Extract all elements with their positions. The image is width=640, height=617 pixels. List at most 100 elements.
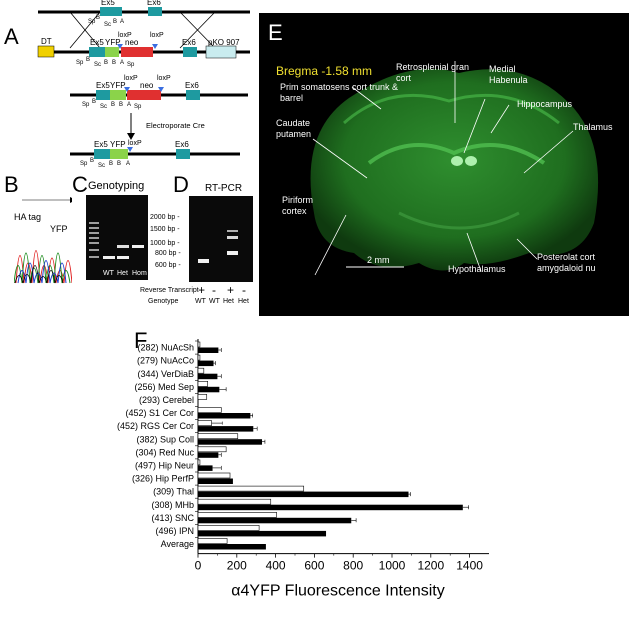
rt-sign: -: [212, 283, 216, 297]
chromatogram: HA tag YFP: [14, 197, 72, 284]
genotyping-gel: [86, 195, 148, 280]
x-tick-label: 800: [343, 559, 363, 573]
category-label: (452) S1 Cer Cor: [125, 408, 194, 418]
category-label: (326) Hip PerfP: [132, 474, 194, 484]
lane-label: WT: [103, 270, 114, 277]
neo-box: [121, 47, 153, 57]
rt-sign: +: [227, 283, 235, 297]
exon6-label: Ex6: [182, 38, 196, 47]
site-label: Sp: [80, 161, 88, 167]
loxp-label: loxP: [118, 32, 132, 39]
bar-white: [197, 538, 228, 544]
bar-white: [197, 354, 201, 361]
exon5-label: Ex5: [94, 140, 108, 149]
brain-label-amygdaloid: Posterolat cort amygdaloid nu: [537, 252, 596, 273]
site-label: Sc: [98, 163, 105, 169]
site-label: B: [92, 99, 96, 105]
ladder-label: 1000 bp -: [150, 240, 180, 247]
genotype-label: Het: [238, 298, 249, 305]
rt-sign: -: [242, 283, 246, 297]
bar-black: [198, 413, 251, 419]
yfp-label: YFP: [110, 140, 126, 149]
bar-white: [197, 380, 208, 387]
brain-label-thalamus: Thalamus: [573, 122, 613, 132]
panel-label-b: B: [4, 172, 19, 197]
pko-label: pKO 907: [208, 38, 240, 47]
exon5-box: [89, 47, 105, 57]
exon5-box: [96, 90, 110, 100]
panel-label-e: E: [268, 20, 283, 45]
genotyping-title: Genotyping: [88, 180, 145, 192]
bar-black: [198, 517, 352, 524]
panel-label-a: A: [4, 24, 19, 49]
bregma-label: Bregma -1.58 mm: [276, 64, 373, 78]
site-label: B: [119, 102, 123, 108]
loxp-marker: [127, 147, 133, 152]
bar-white: [197, 394, 208, 400]
ladder-label: 800 bp -: [155, 250, 181, 257]
exon6-box: [148, 7, 162, 16]
site-label: Sp: [134, 104, 142, 110]
bar-white: [197, 433, 239, 439]
exon6-label: Ex6: [185, 81, 199, 90]
panel-label-c: C: [72, 172, 88, 197]
category-label: (293) Cerebel: [139, 395, 194, 405]
site-label: Sc: [104, 22, 111, 28]
brain-label-hypothalamus: Hypothalamus: [448, 264, 506, 274]
site-label: Sp: [82, 102, 90, 108]
category-label: (452) RGS Cer Cor: [117, 421, 194, 431]
bar-black: [198, 530, 327, 537]
x-tick-label: 0: [195, 559, 202, 573]
category-label: (279) NuAcCo: [137, 356, 194, 366]
electroporate-label: Electroporate Cre: [146, 121, 205, 130]
yfp-box: [105, 47, 119, 57]
rtpcr-gel: [189, 196, 253, 282]
yfp-label: YFP: [50, 224, 68, 234]
bar-black: [198, 478, 233, 484]
yfp-label: YFP: [110, 81, 126, 90]
bar-white: [197, 446, 227, 453]
x-tick-label: 1400: [456, 559, 483, 573]
site-label: Sc: [100, 104, 107, 110]
scale-bar-label: 2 mm: [367, 255, 390, 265]
exon5-box: [100, 7, 122, 16]
x-tick-label: 400: [266, 559, 286, 573]
rt-row-label: Reverse Transcript: [140, 287, 199, 294]
bar-white: [197, 407, 222, 413]
site-label: B: [109, 161, 113, 167]
bar-black: [198, 544, 266, 550]
site-label: B: [112, 60, 116, 66]
brain-section-image: [259, 13, 629, 316]
site-label: A: [120, 60, 124, 66]
panel-label-d: D: [173, 172, 189, 197]
loxp-label: loxP: [124, 75, 138, 82]
exon5-label: Ex5: [90, 38, 104, 47]
x-tick-label: 600: [304, 559, 324, 573]
site-label: B: [86, 57, 90, 63]
category-label: Average: [161, 539, 194, 549]
loxp-marker: [124, 87, 130, 92]
genotype-row-label: Genotype: [148, 298, 179, 305]
exon6-label: Ex6: [175, 140, 189, 149]
bar-black: [198, 426, 254, 432]
ladder-label: 600 bp -: [155, 262, 181, 269]
rtpcr-title: RT-PCR: [205, 183, 243, 194]
ladder-label: 2000 bp -: [150, 214, 180, 221]
construct-diagram: Ex5 Ex6 Sp B Sc B A DT Ex5 YFP neo Ex6 p…: [37, 0, 250, 169]
category-label: (256) Med Sep: [134, 382, 194, 392]
site-label: A: [127, 102, 131, 108]
bar-white: [197, 512, 277, 518]
panel-label-f: F: [134, 328, 148, 353]
rt-sign: +: [198, 283, 206, 297]
bar-white: [197, 420, 212, 426]
brain-label-somatosens: Prim somatosens cort trunk & barrel: [280, 82, 399, 103]
genotype-label: WT: [209, 298, 220, 305]
x-tick-label: 1200: [417, 559, 444, 573]
site-label: B: [90, 158, 94, 164]
bar-black: [198, 491, 409, 498]
exon6-box: [186, 90, 200, 100]
pko-box: [205, 45, 237, 59]
yfp-label: YFP: [105, 38, 121, 47]
dt-box: [37, 45, 55, 58]
ladder-label: 1500 bp -: [150, 226, 180, 233]
